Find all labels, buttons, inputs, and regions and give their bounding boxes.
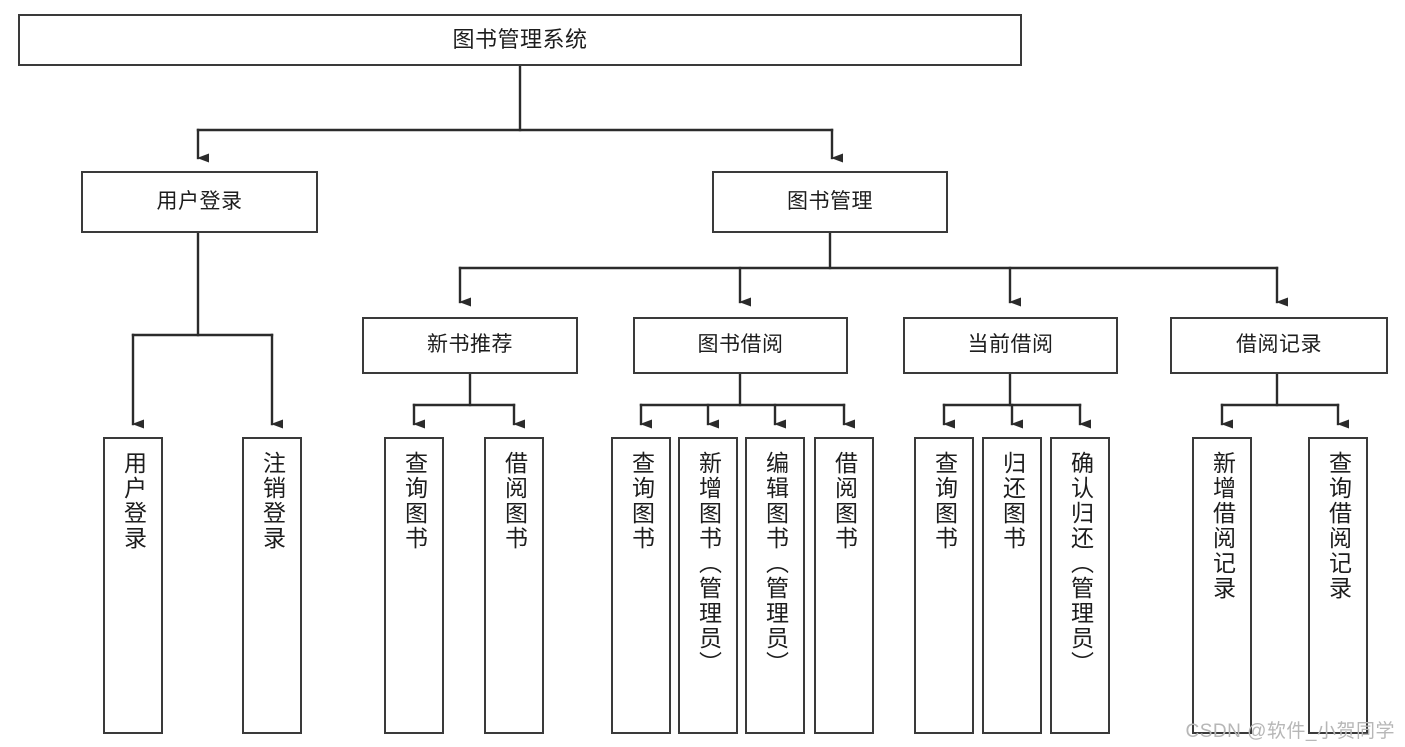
leaf-borrow-borrow-book[interactable]: 借阅图书: [814, 437, 874, 734]
leaf-label: 查询图书: [401, 451, 428, 551]
leaf-label: 确认归还（管理员）: [1067, 451, 1094, 676]
leaf-user-login-logout[interactable]: 注销登录: [242, 437, 302, 734]
node-book-borrow-label: 图书借阅: [697, 333, 784, 357]
leaf-recommend-query-book[interactable]: 查询图书: [384, 437, 444, 734]
leaf-label: 注销登录: [259, 451, 286, 551]
leaf-label: 查询图书: [628, 451, 655, 551]
leaf-borrow-query-book[interactable]: 查询图书: [611, 437, 671, 734]
node-book-management-label: 图书管理: [787, 189, 873, 213]
node-book-borrow[interactable]: 图书借阅: [633, 317, 848, 374]
node-book-management[interactable]: 图书管理: [712, 171, 948, 233]
leaf-label: 借阅图书: [831, 451, 858, 551]
leaf-label: 查询借阅记录: [1325, 451, 1352, 601]
leaf-label: 新增图书（管理员）: [695, 451, 722, 676]
leaf-label: 查询图书: [931, 451, 958, 551]
leaf-borrow-add-book-admin[interactable]: 新增图书（管理员）: [678, 437, 738, 734]
node-user-login-label: 用户登录: [156, 189, 243, 213]
leaf-label: 借阅图书: [501, 451, 528, 551]
node-current-borrow-label: 当前借阅: [967, 333, 1054, 357]
node-root[interactable]: 图书管理系统: [18, 14, 1022, 66]
leaf-current-query-book[interactable]: 查询图书: [914, 437, 974, 734]
leaf-record-query-record[interactable]: 查询借阅记录: [1308, 437, 1368, 734]
watermark: CSDN @软件_小贺同学: [1185, 721, 1395, 742]
leaf-record-add-record[interactable]: 新增借阅记录: [1192, 437, 1252, 734]
leaf-label: 新增借阅记录: [1209, 451, 1236, 601]
leaf-label: 归还图书: [999, 451, 1026, 551]
node-new-book-recommend-label: 新书推荐: [427, 333, 513, 357]
node-current-borrow[interactable]: 当前借阅: [903, 317, 1118, 374]
leaf-user-login-login[interactable]: 用户登录: [103, 437, 163, 734]
node-borrow-record[interactable]: 借阅记录: [1170, 317, 1388, 374]
leaf-current-return-book[interactable]: 归还图书: [982, 437, 1042, 734]
leaf-label: 用户登录: [120, 451, 147, 551]
node-root-label: 图书管理系统: [452, 27, 588, 53]
leaf-recommend-borrow-book[interactable]: 借阅图书: [484, 437, 544, 734]
node-borrow-record-label: 借阅记录: [1236, 333, 1322, 357]
leaf-label: 编辑图书（管理员）: [762, 451, 789, 676]
node-user-login[interactable]: 用户登录: [81, 171, 318, 233]
node-new-book-recommend[interactable]: 新书推荐: [362, 317, 578, 374]
leaf-current-confirm-return-admin[interactable]: 确认归还（管理员）: [1050, 437, 1110, 734]
leaf-borrow-edit-book-admin[interactable]: 编辑图书（管理员）: [745, 437, 805, 734]
